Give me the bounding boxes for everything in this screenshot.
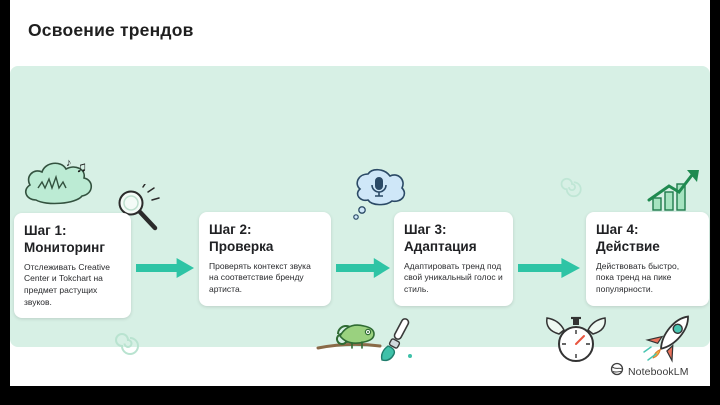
- stopwatch-icon: [543, 310, 609, 370]
- paintbrush-icon: [376, 316, 420, 364]
- flow-arrow-icon: [136, 256, 194, 280]
- rocket-icon: [640, 306, 700, 370]
- step-title: Действие: [596, 239, 660, 255]
- step-card-4: Шаг 4: Действие Действовать быстро, пока…: [586, 212, 709, 306]
- step-title: Адаптация: [404, 239, 477, 255]
- spiral-doodle-icon: [558, 170, 586, 198]
- svg-text:♪: ♪: [66, 157, 72, 169]
- growth-chart-icon: [643, 166, 705, 216]
- process-panel: ♫ ♪: [10, 66, 710, 363]
- svg-text:♫: ♫: [76, 159, 87, 176]
- spiral-doodle-icon: [112, 324, 144, 356]
- notebooklm-badge: NotebookLM: [610, 362, 689, 381]
- slide: Освоение трендов ♫ ♪: [10, 0, 710, 386]
- flow-arrow-icon: [336, 256, 390, 280]
- chameleon-icon: [316, 306, 382, 356]
- step-label: Шаг 1:: [24, 223, 67, 238]
- step-card-1: Шаг 1: Мониторинг Отслеживать Creative C…: [14, 213, 131, 319]
- notebooklm-logo-icon: [610, 362, 624, 381]
- thought-bubble-mic-icon: [348, 166, 410, 222]
- step-description: Адаптировать тренд под свой уникальный г…: [404, 260, 503, 294]
- magnifier-icon: [110, 184, 168, 236]
- step-card-3: Шаг 3: Адаптация Адаптировать тренд под …: [394, 212, 513, 306]
- step-label: Шаг 2:: [209, 222, 252, 237]
- step-description: Проверять контекст звука на соответствие…: [209, 260, 311, 294]
- step-title: Мониторинг: [24, 240, 105, 256]
- page-title: Освоение трендов: [28, 20, 194, 40]
- step-description: Действовать быстро, пока тренд на пике п…: [596, 260, 680, 294]
- step-title: Проверка: [209, 239, 274, 255]
- step-label: Шаг 3:: [404, 222, 447, 237]
- step-description: Отслеживать Creative Center и Tokchart н…: [24, 261, 110, 307]
- brand-label: NotebookLM: [628, 365, 689, 378]
- flow-arrow-icon: [518, 256, 580, 280]
- music-cloud-icon: ♫ ♪: [18, 156, 102, 212]
- step-label: Шаг 4:: [596, 222, 639, 237]
- step-card-2: Шаг 2: Проверка Проверять контекст звука…: [199, 212, 331, 306]
